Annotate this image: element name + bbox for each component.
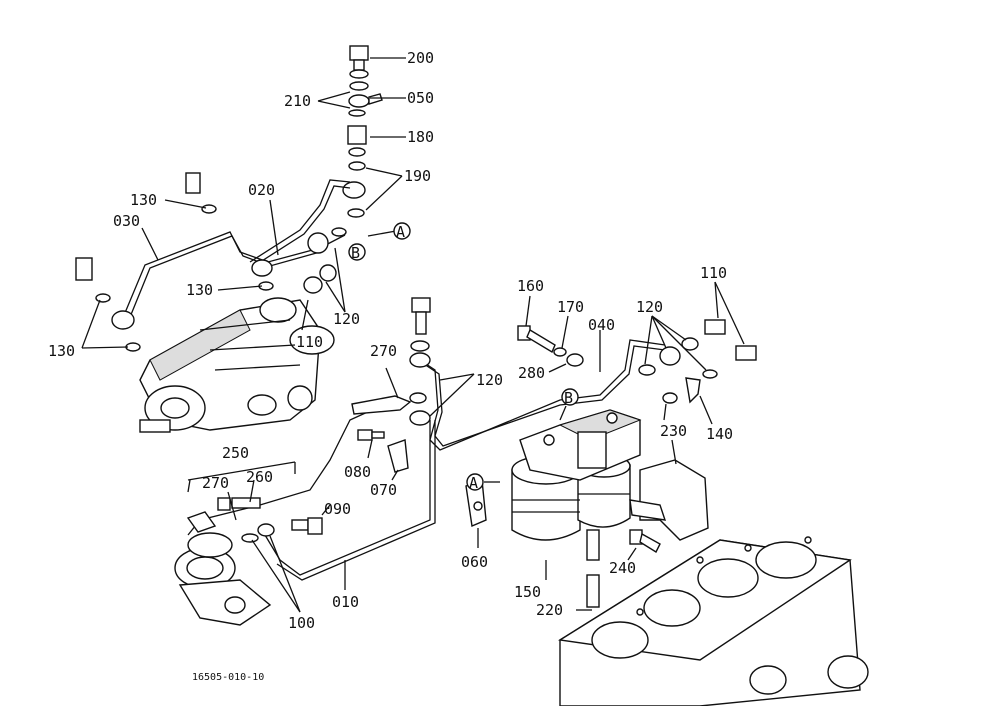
label-210: 210 — [284, 92, 311, 110]
label-260: 260 — [246, 468, 273, 486]
label-140: 140 — [706, 425, 733, 443]
label-090: 090 — [324, 500, 351, 518]
fuel-filter-icon — [511, 409, 642, 611]
fuel-pipes — [187, 297, 666, 581]
label-110-top: 110 — [296, 333, 323, 351]
label-270-left: 270 — [202, 474, 229, 492]
label-040: 040 — [588, 316, 615, 334]
label-190: 190 — [404, 167, 431, 185]
label-130-top: 130 — [130, 191, 157, 209]
label-100: 100 — [288, 614, 315, 632]
marker-a1-text: A — [396, 223, 405, 241]
label-130-mid: 130 — [186, 281, 213, 299]
label-220: 220 — [536, 601, 563, 619]
label-120-right: 120 — [636, 298, 663, 316]
banjo-bolt-stack — [317, 45, 406, 237]
marker-a2-text: A — [469, 474, 478, 492]
marker-b1-text: B — [351, 244, 360, 262]
figure-code: 16505-010-10 — [192, 672, 264, 683]
injection-pump-icon — [139, 297, 335, 433]
label-160: 160 — [517, 277, 544, 295]
label-080: 080 — [344, 463, 371, 481]
label-010: 010 — [332, 593, 359, 611]
label-170: 170 — [557, 298, 584, 316]
filter-bracket — [627, 439, 709, 561]
marker-b2: B — [561, 388, 579, 407]
label-110-right: 110 — [700, 264, 727, 282]
label-240: 240 — [609, 559, 636, 577]
label-250: 250 — [222, 444, 249, 462]
label-020: 020 — [248, 181, 275, 199]
clamp-parts — [357, 429, 487, 548]
label-130-left: 130 — [48, 342, 75, 360]
label-200: 200 — [407, 49, 434, 67]
label-150: 150 — [514, 583, 541, 601]
label-180: 180 — [407, 128, 434, 146]
label-280: 280 — [518, 364, 545, 382]
label-120-top: 120 — [333, 310, 360, 328]
label-050: 050 — [407, 89, 434, 107]
marker-a1: A — [393, 222, 411, 241]
marker-a2: A — [466, 473, 484, 492]
injection-pipes — [75, 172, 351, 352]
right-fittings — [638, 281, 757, 425]
marker-b1: B — [348, 243, 366, 262]
marker-b2-text: B — [564, 389, 573, 407]
label-030: 030 — [113, 212, 140, 230]
label-070: 070 — [370, 481, 397, 499]
label-230: 230 — [660, 422, 687, 440]
engine-block-icon — [558, 536, 869, 706]
label-270-mid: 270 — [370, 342, 397, 360]
filter-bolts — [517, 295, 601, 373]
label-120-mid: 120 — [476, 371, 503, 389]
label-060: 060 — [461, 553, 488, 571]
fuel-feed-pump-icon — [174, 461, 346, 626]
